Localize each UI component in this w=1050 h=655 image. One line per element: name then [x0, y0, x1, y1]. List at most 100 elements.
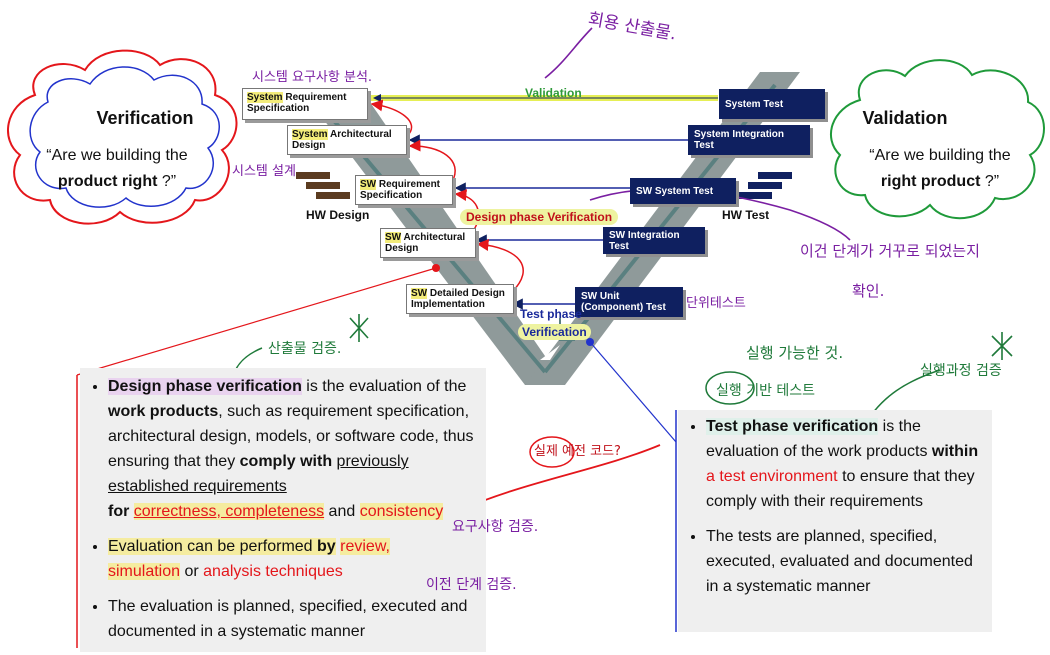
text: and	[324, 503, 360, 520]
text-bold: comply with	[239, 453, 333, 470]
red-connector-1	[76, 267, 437, 376]
text-red: correctness, completeness	[133, 503, 325, 520]
text-red: consistency	[359, 503, 444, 520]
box-sw-requirement: SW Requirement Specification	[355, 175, 453, 205]
hw-design-stairs	[296, 172, 350, 199]
cloud-left-q2-bold: product right	[57, 173, 158, 190]
box-line1: SW Integration Test	[609, 229, 680, 252]
design-bullet-3: The evaluation is planned, specified, ex…	[108, 594, 478, 644]
box-rest: Architectural	[327, 129, 392, 140]
red-arrow-4	[476, 239, 524, 293]
handwriting-unit: 단위테스트	[686, 296, 746, 311]
cloud-left-q1: “Are we building the	[46, 147, 188, 164]
handwriting-right-mid-2: 확인.	[852, 282, 885, 300]
box-line1: SW System Test	[636, 185, 714, 197]
handwriting-left-mid: 시스템 설계	[232, 164, 296, 179]
cloud-right-title: Validation	[862, 108, 948, 128]
box-rest: Requirement	[376, 179, 441, 190]
text-bold: work products	[108, 403, 219, 420]
v-inner	[540, 345, 560, 360]
handwriting-left-panel-note: 산출물 검증.	[268, 341, 342, 357]
red-arrow-2	[408, 139, 456, 183]
red-arrow-3	[454, 189, 480, 234]
box-system-integration-test: System Integration Test	[688, 125, 810, 155]
handwriting-right-note-2: 실행 기반 테스트	[716, 383, 816, 399]
box-line2: Design	[292, 140, 326, 151]
text-bold: within	[931, 443, 979, 460]
cloud-right-q1: “Are we building the	[869, 147, 1011, 164]
box-hl: System	[292, 129, 328, 140]
blue-connector-1	[589, 341, 677, 443]
cloud-right-outline	[830, 59, 1045, 220]
text-underlined: previously established requirements	[108, 453, 409, 495]
handwriting-right-mid-1: 이건 단계가 거꾸로 되었는지	[800, 242, 980, 260]
box-line2: Implementation	[411, 299, 485, 310]
term-design-phase-verification: Design phase verification	[108, 378, 302, 395]
box-line2: Test	[694, 140, 714, 151]
text: to ensure that they comply with their re…	[706, 468, 975, 510]
text: or	[180, 563, 204, 580]
box-hl: SW	[385, 232, 402, 243]
box-line2: Specification	[360, 190, 423, 201]
hw-test-stairs	[738, 172, 792, 199]
box-line1: SW Unit	[581, 291, 620, 302]
design-phase-panel: Design phase verification is the evaluat…	[80, 368, 486, 652]
box-sw-system-test: SW System Test	[630, 178, 736, 204]
text-red: simulation	[108, 563, 181, 580]
handwriting-note-3: 이전 단계 검증.	[426, 577, 517, 593]
box-line2: (Component) Test	[581, 302, 666, 313]
text-bold: for	[108, 503, 130, 520]
box-line1: System Test	[725, 98, 784, 110]
cloud-left-q2-end: ?”	[157, 173, 177, 190]
text: Evaluation can be performed	[108, 538, 318, 555]
box-hl: System	[247, 92, 283, 103]
text: is the evaluation of the work products	[706, 418, 932, 460]
text: The tests are planned, specified, execut…	[706, 528, 973, 595]
box-system-requirement: System Requirement Specification	[242, 88, 368, 120]
cloud-left-inner	[29, 66, 220, 208]
text-bold: by	[317, 538, 336, 555]
cloud-right-q2-end: ?”	[980, 173, 1000, 190]
ink-top-stroke	[544, 27, 593, 79]
handwriting-left-top: 시스템 요구사항 분석.	[252, 70, 373, 85]
box-hl: SW	[360, 179, 377, 190]
design-phase-verification-label: Design phase Verification	[460, 209, 619, 225]
red-arrow-1	[370, 99, 413, 136]
box-sw-architectural: SW Architectural Design	[380, 228, 476, 258]
box-line1: System Integration	[694, 129, 785, 140]
box-hl: SW	[411, 288, 428, 299]
handwriting-right-note-1: 실행 가능한 것.	[746, 344, 844, 362]
text-red: analysis techniques	[203, 563, 343, 580]
text: , such as requirement specification, arc…	[108, 403, 474, 470]
hw-design-label: HW Design	[306, 208, 370, 222]
hw-test-label: HW Test	[722, 208, 770, 222]
test-bullet-1: Test phase verification is the evaluatio…	[706, 414, 984, 514]
cloud-left-title: Verification	[96, 108, 194, 128]
text-red: a test environment	[706, 468, 838, 485]
handwriting-right-note-3: 실행과정 검증	[920, 363, 1002, 379]
test-phase-label-1: Test phase	[520, 307, 582, 321]
text-red: review,	[340, 538, 390, 555]
cloud-left-question: “Are we building the product right ?”	[32, 143, 202, 195]
handwriting-red-note: 실제 예전 코드?	[534, 444, 621, 459]
design-bullet-2: Evaluation can be performed by review, s…	[108, 534, 478, 584]
box-sw-detailed-design: SW Detailed Design Implementation	[406, 284, 514, 314]
test-phase-panel: Test phase verification is the evaluatio…	[678, 410, 992, 632]
cloud-right-q2-bold: right product	[880, 173, 981, 190]
term-test-phase-verification: Test phase verification	[706, 418, 879, 435]
handwriting-note-1: 요구사항 검증.	[452, 519, 539, 535]
ink-real-circle	[529, 436, 575, 468]
box-rest: Requirement	[282, 92, 347, 103]
box-line2: Specification	[247, 103, 310, 114]
box-sw-integration-test: SW Integration Test	[603, 227, 705, 254]
box-sw-unit-test: SW Unit (Component) Test	[575, 287, 683, 317]
ink-exec-circle	[705, 371, 755, 405]
box-rest: Detailed Design	[427, 288, 505, 299]
box-system-architectural: System Architectural Design	[287, 125, 407, 155]
text: The evaluation is planned, specified, ex…	[108, 598, 468, 640]
cloud-right-question: “Are we building the right product ?”	[855, 143, 1025, 195]
test-phase-label-2: Verification	[518, 324, 591, 340]
box-line2: Design	[385, 243, 419, 254]
validation-label: Validation	[525, 86, 582, 100]
text: is the evaluation of the	[301, 378, 467, 395]
